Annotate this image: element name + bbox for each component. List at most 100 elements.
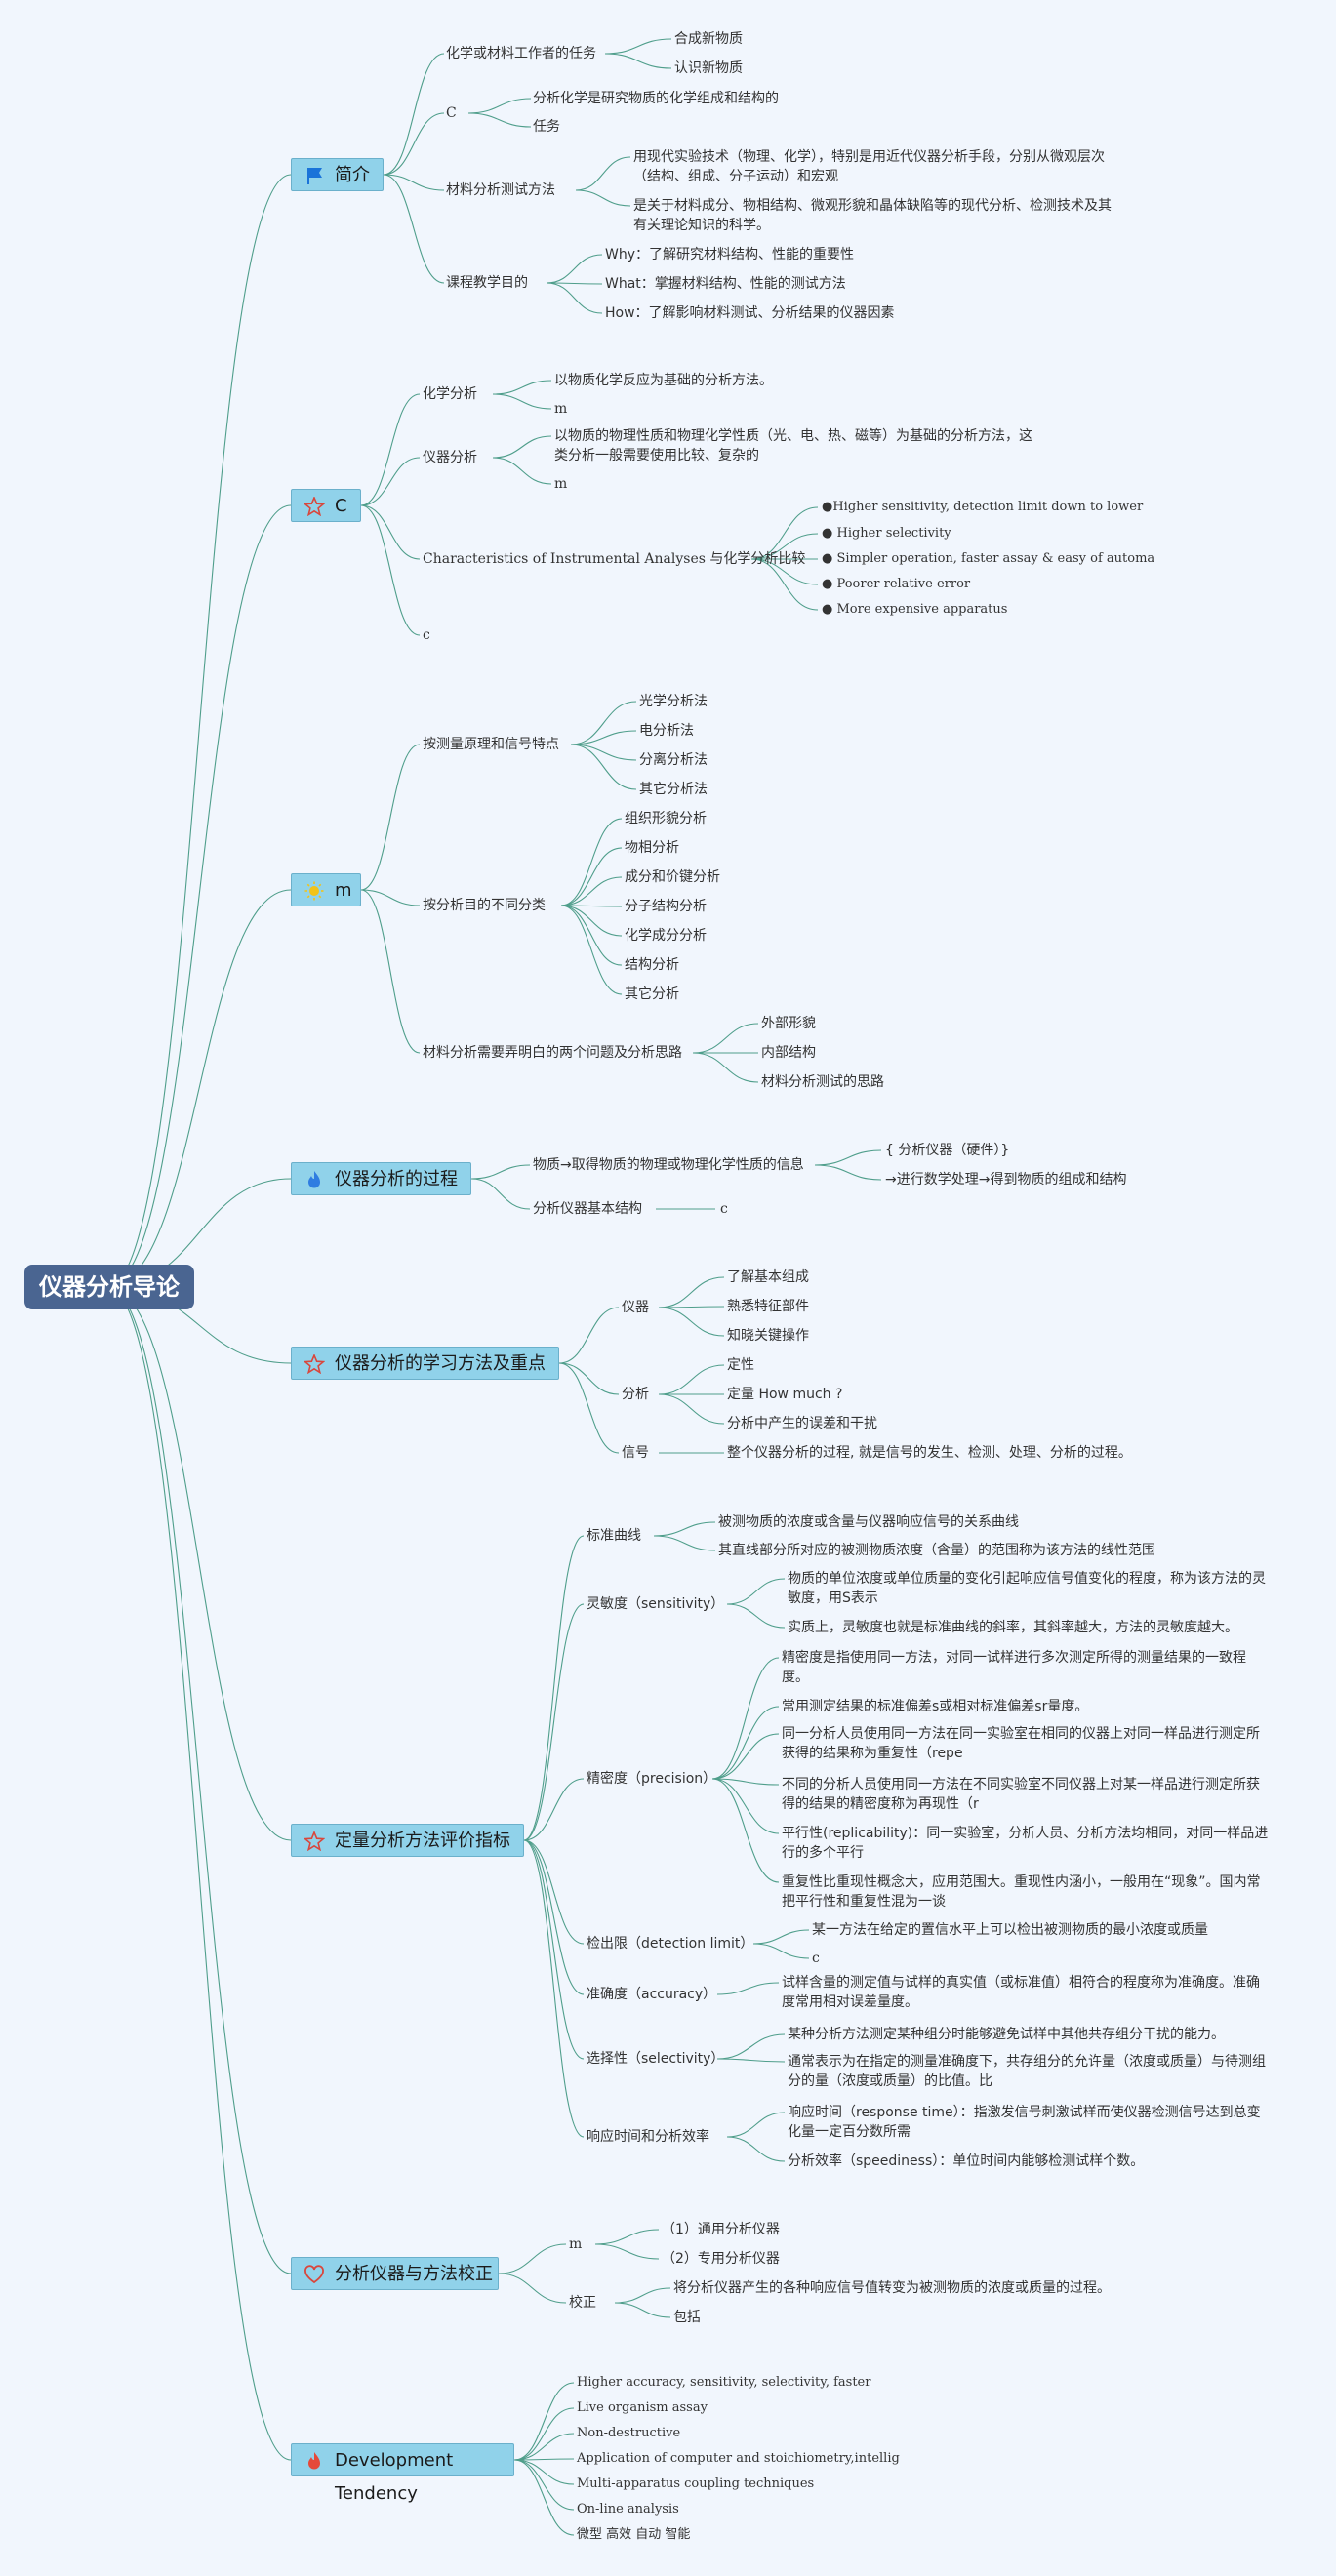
leaf: 成分和价键分析 bbox=[625, 869, 720, 885]
connector-line bbox=[492, 457, 552, 485]
connector-line bbox=[658, 1393, 725, 1425]
topic-course-goal[interactable]: 课程教学目的 bbox=[446, 275, 528, 291]
connector-line bbox=[106, 1286, 292, 2461]
leaf: 某一方法在给定的置信水平上可以检出被测物质的最小浓度或质量 bbox=[812, 1922, 1208, 1938]
topic-sensitivity[interactable]: 灵敏度（sensitivity） bbox=[587, 1596, 725, 1612]
leaf: 知晓关键操作 bbox=[727, 1328, 809, 1344]
connector-line bbox=[604, 38, 672, 55]
branch-intro[interactable]: 简介 bbox=[291, 158, 384, 191]
connector-line bbox=[492, 435, 552, 459]
connector-line bbox=[360, 457, 421, 506]
leaf: m bbox=[554, 401, 568, 417]
connector-line bbox=[750, 558, 819, 611]
topic-correction[interactable]: 校正 bbox=[569, 2295, 596, 2311]
leaf: 定量 How much ? bbox=[727, 1387, 843, 1402]
topic-chem-analysis[interactable]: 化学分析 bbox=[423, 386, 477, 402]
heart-icon bbox=[304, 2265, 325, 2284]
topic-material-methods[interactable]: 材料分析测试方法 bbox=[446, 182, 555, 198]
connector-line bbox=[570, 701, 637, 745]
branch-development[interactable]: Development Tendency bbox=[291, 2443, 514, 2504]
connector-line bbox=[383, 174, 445, 284]
connector-line bbox=[360, 504, 421, 636]
leaf: 任务 bbox=[533, 119, 560, 135]
leaf: 以物质的物理性质和物理化学性质（光、电、热、磁等）为基础的分析方法，这类分析一般… bbox=[554, 428, 1032, 463]
leaf: Multi-apparatus coupling techniques bbox=[577, 2476, 815, 2491]
root-node[interactable]: 仪器分析导论 bbox=[24, 1265, 194, 1309]
topic-characteristics[interactable]: Characteristics of Instrumental Analyses… bbox=[423, 551, 806, 567]
leaf: 将分析仪器产生的各种响应信号值转变为被测物质的浓度或质量的过程。 bbox=[673, 2280, 1111, 2296]
leaf: 内部结构 bbox=[761, 1045, 816, 1061]
connector-line bbox=[614, 2302, 671, 2318]
connector-line bbox=[716, 2033, 786, 2060]
topic-two-questions[interactable]: 材料分析需要弄明白的两个问题及分析思路 bbox=[423, 1045, 682, 1061]
branch-label: 定量分析方法评价指标 bbox=[335, 1831, 510, 1851]
connector-line bbox=[383, 53, 445, 176]
topic-basic-structure[interactable]: 分析仪器基本结构 bbox=[533, 1201, 642, 1217]
branch-m[interactable]: m bbox=[291, 873, 361, 906]
leaf: 以物质化学反应为基础的分析方法。 bbox=[554, 373, 773, 388]
leaf: 通常表示为在指定的测量准确度下，共存组分的允许量（浓度或质量）与待测组分的量（浓… bbox=[788, 2054, 1266, 2089]
topic-c2[interactable]: c bbox=[423, 627, 430, 643]
connector-line bbox=[570, 744, 637, 790]
topic-standard-curve[interactable]: 标准曲线 bbox=[587, 1528, 641, 1544]
connector-line bbox=[752, 1929, 810, 1945]
connector-line bbox=[546, 282, 603, 314]
topic-signal[interactable]: 信号 bbox=[622, 1445, 649, 1461]
topic-instr-analysis[interactable]: 仪器分析 bbox=[423, 450, 477, 465]
topic-precision[interactable]: 精密度（precision） bbox=[587, 1771, 717, 1787]
leaf: →进行数学处理→得到物质的组成和结构 bbox=[885, 1172, 1127, 1187]
connector-line bbox=[692, 1023, 759, 1054]
leaf: 化学成分分析 bbox=[625, 928, 707, 944]
flag-icon bbox=[304, 166, 325, 185]
leaf: On-line analysis bbox=[577, 2502, 679, 2516]
topic-accuracy[interactable]: 准确度（accuracy） bbox=[587, 1987, 717, 2002]
leaf: { 分析仪器（硬件）} bbox=[885, 1143, 1010, 1158]
topic-c[interactable]: C bbox=[446, 105, 457, 121]
leaf: ● Poorer relative error bbox=[822, 577, 971, 591]
leaf: 响应时间（response time）：指激发信号刺激试样而使仪器检测信号达到总… bbox=[788, 2105, 1261, 2140]
connector-line bbox=[614, 2287, 671, 2304]
connector-line bbox=[106, 889, 292, 1288]
topic-tasks[interactable]: 化学或材料工作者的任务 bbox=[446, 46, 596, 61]
topic-substance-info[interactable]: 物质→取得物质的物理或物理化学性质的信息 bbox=[533, 1157, 804, 1173]
topic-by-principle[interactable]: 按测量原理和信号特点 bbox=[423, 737, 559, 752]
topic-analysis[interactable]: 分析 bbox=[622, 1387, 649, 1402]
connector-line bbox=[360, 504, 421, 560]
connector-line bbox=[360, 889, 421, 906]
leaf: ● Simpler operation, faster assay & easy… bbox=[822, 551, 1155, 566]
connector-line bbox=[523, 1839, 585, 1945]
connector-line bbox=[570, 744, 637, 761]
connector-line bbox=[523, 1839, 585, 1995]
connector-line bbox=[726, 2112, 786, 2138]
connector-line bbox=[814, 1164, 882, 1181]
leaf: 平行性(replicability)：同一实验室，分析人员、分析方法均相同，对同… bbox=[782, 1826, 1269, 1861]
connector-line bbox=[498, 2273, 567, 2304]
connector-line bbox=[570, 730, 637, 745]
topic-selectivity[interactable]: 选择性（selectivity） bbox=[587, 2051, 725, 2067]
branch-learning[interactable]: 仪器分析的学习方法及重点 bbox=[291, 1347, 559, 1380]
topic-instrument[interactable]: 仪器 bbox=[622, 1300, 649, 1315]
connector-line bbox=[383, 112, 445, 176]
leaf: How：了解影响材料测试、分析结果的仪器因素 bbox=[605, 305, 895, 321]
branch-calibration[interactable]: 分析仪器与方法校正 bbox=[291, 2257, 499, 2290]
branch-process[interactable]: 仪器分析的过程 bbox=[291, 1162, 471, 1195]
connector-line bbox=[594, 2229, 660, 2245]
topic-by-purpose[interactable]: 按分析目的不同分类 bbox=[423, 898, 546, 913]
leaf: Live organism assay bbox=[577, 2400, 708, 2415]
connector-line bbox=[658, 1364, 725, 1395]
connector-line bbox=[558, 1362, 620, 1454]
connector-line bbox=[106, 1286, 292, 2274]
connector-line bbox=[658, 1306, 725, 1308]
leaf: （1）通用分析仪器 bbox=[662, 2222, 780, 2237]
connector-line bbox=[750, 506, 819, 560]
leaf: 外部形貌 bbox=[761, 1016, 816, 1031]
topic-detection-limit[interactable]: 检出限（detection limit） bbox=[587, 1936, 754, 1952]
leaf: ● More expensive apparatus bbox=[822, 602, 1008, 617]
connector-line bbox=[560, 905, 623, 966]
branch-evaluation[interactable]: 定量分析方法评价指标 bbox=[291, 1824, 524, 1857]
branch-c[interactable]: C bbox=[291, 489, 361, 522]
topic-m[interactable]: m bbox=[569, 2236, 583, 2252]
connector-line bbox=[492, 380, 552, 395]
topic-response-time[interactable]: 响应时间和分析效率 bbox=[587, 2129, 709, 2145]
